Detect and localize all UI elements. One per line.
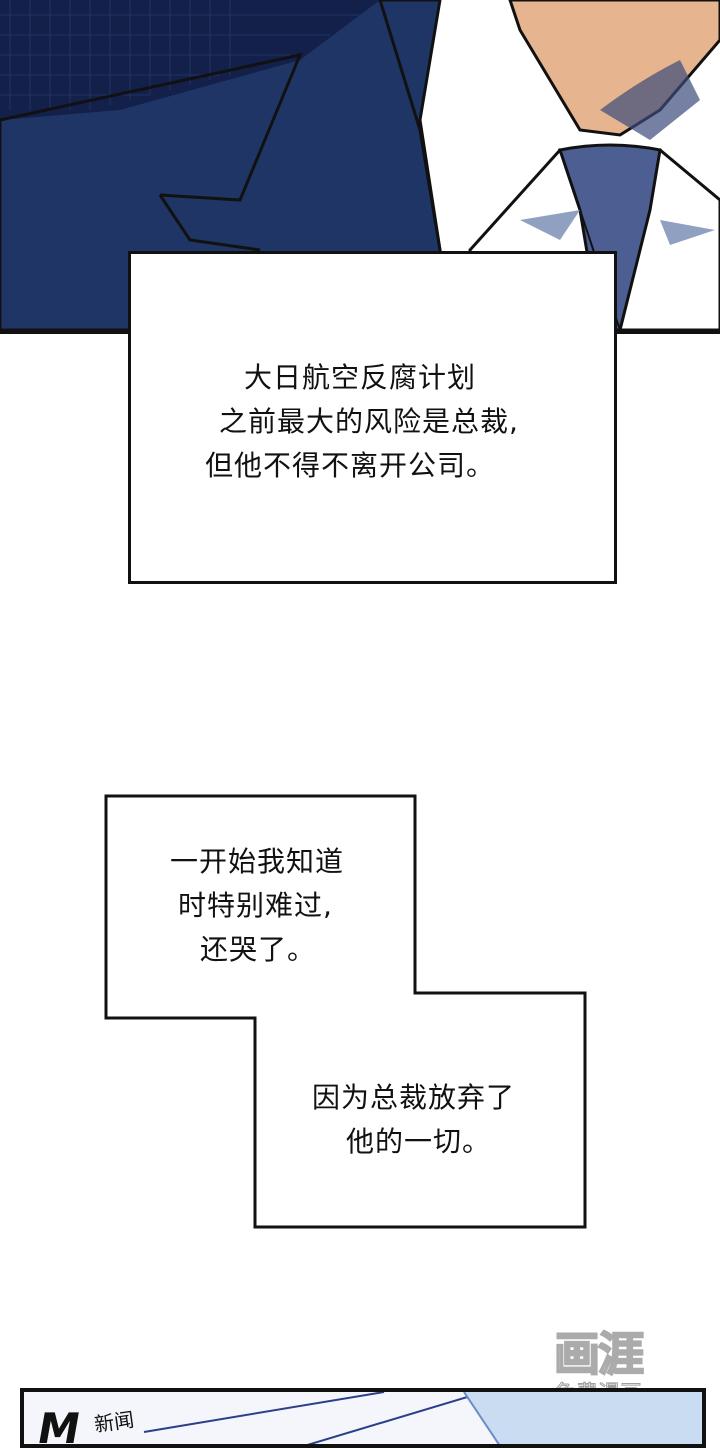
caption-line: 大日航空反腐计划 [243, 361, 476, 394]
news-logo: M [33, 1404, 85, 1448]
caption-line: 时特别难过, [178, 889, 333, 922]
caption-box-1-text: 大日航空反腐计划 之前最大的风险是总裁, 但他不得不离开公司。 [0, 356, 720, 488]
caption-line: 还哭了。 [200, 933, 317, 966]
watermark-logo: 画涯 [553, 1326, 645, 1382]
caption-box-2-lower-text: 因为总裁放弃了 他的一切。 [312, 1076, 515, 1164]
caption-line: 但他不得不离开公司。 [204, 449, 495, 482]
caption-box-1 [128, 251, 617, 584]
caption-line: 他的一切。 [346, 1125, 492, 1158]
caption-line: 因为总裁放弃了 [312, 1081, 516, 1114]
news-panel: M 新闻 [20, 1388, 706, 1448]
caption-line: 之前最大的风险是总裁, [219, 405, 519, 438]
caption-box-2-upper-text: 一开始我知道 时特别难过, 还哭了。 [170, 840, 344, 972]
caption-line: 一开始我知道 [170, 845, 345, 878]
news-label: 新闻 [92, 1407, 136, 1437]
